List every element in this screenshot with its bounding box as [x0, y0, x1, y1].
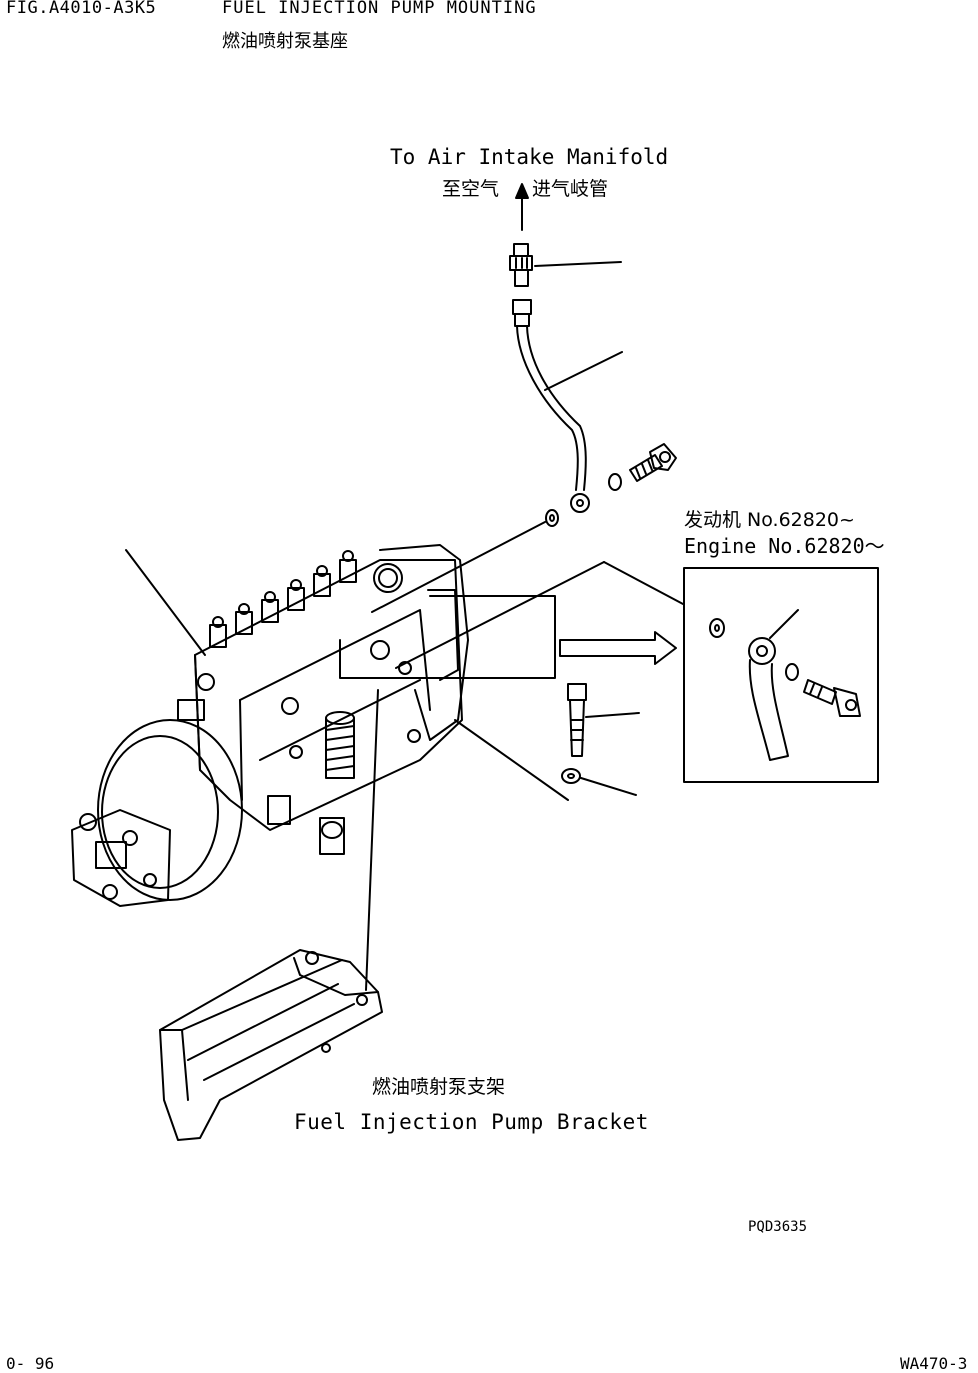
figure-id: FIG.A4010-A3K5: [6, 0, 157, 18]
model-code: WA470-3: [900, 1354, 968, 1373]
drawing-code: PQD3635: [748, 1219, 808, 1235]
bracket-label-cn: 燃油喷射泵支架: [372, 1076, 506, 1098]
pump-bracket: [159, 949, 383, 1141]
fuel-injection-pump: [71, 544, 469, 907]
air-intake-label-en: To Air Intake Manifold: [390, 145, 669, 169]
eye-bolt: [608, 443, 677, 491]
detail-box: [683, 567, 879, 783]
figure-title-cn: 燃油喷射泵基座: [222, 31, 348, 52]
page-number: 0- 96: [6, 1354, 55, 1373]
mounting-bolt: [561, 683, 640, 796]
air-intake-arrow: [515, 183, 529, 231]
intake-connector: [509, 243, 622, 287]
air-tube: [512, 299, 623, 513]
air-intake-label-cn-left: 至空气: [442, 178, 500, 200]
detail-arrow: [559, 631, 677, 665]
detail-frame-pointer: [339, 595, 569, 801]
engine-number-label-en: Engine No.62820～: [684, 534, 885, 558]
air-intake-label-cn-right: 进气岐管: [532, 178, 609, 200]
figure-title-en: FUEL INJECTION PUMP MOUNTING: [222, 0, 537, 18]
gasket-upper: [545, 509, 559, 527]
delivery-valves: [209, 550, 357, 648]
engine-number-label-cn: 发动机 No.62820~: [684, 509, 855, 531]
bracket-label-en: Fuel Injection Pump Bracket: [294, 1110, 649, 1134]
